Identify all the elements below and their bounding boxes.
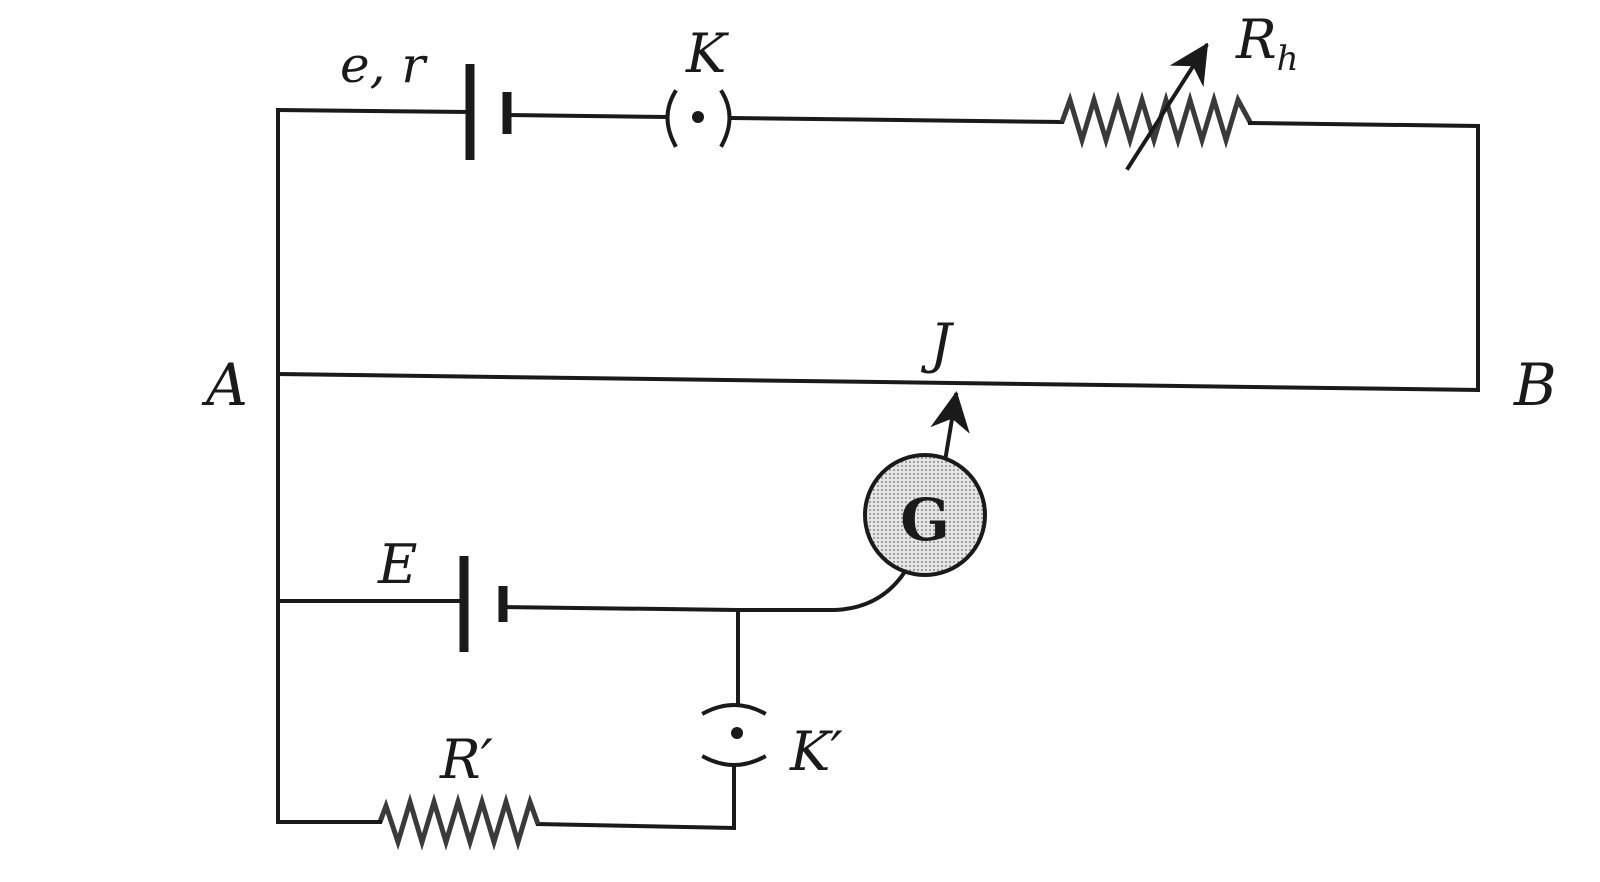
- label-rheostat-main: R: [1235, 8, 1277, 71]
- label-rheostat: Rh: [1235, 8, 1299, 79]
- shunt-wire-lower: [535, 765, 736, 831]
- top-wire-right: [1247, 120, 1480, 392]
- cell-wire-to-galvanometer: [500, 570, 907, 612]
- cell-e: [459, 556, 508, 652]
- label-rheostat-sub: h: [1277, 39, 1299, 79]
- label-resistor-r-prime: R′: [439, 728, 493, 791]
- potentiometer-wire-ab: [275, 371, 1481, 393]
- label-cell-e: E: [377, 533, 417, 596]
- top-wire-left: [275, 107, 471, 115]
- galvanometer-label: G: [900, 486, 950, 554]
- top-wire-battery-key: [504, 112, 668, 120]
- driver-battery: [465, 64, 512, 160]
- label-point-b: B: [1513, 351, 1557, 419]
- label-key-k-prime: K′: [789, 720, 843, 783]
- label-point-a: A: [201, 351, 248, 419]
- galvanometer: G: [863, 453, 987, 577]
- rheostat[interactable]: [1059, 42, 1253, 171]
- key-k[interactable]: [665, 89, 732, 148]
- resistor-r-prime: [377, 793, 541, 851]
- label-key-k: K: [685, 22, 729, 85]
- top-wire-key-rheostat: [729, 115, 1065, 125]
- label-jockey-j: J: [920, 312, 955, 375]
- jockey-lead[interactable]: [930, 391, 970, 458]
- key-k-prime[interactable]: [701, 703, 767, 767]
- label-battery-e-r: e, r: [340, 36, 428, 94]
